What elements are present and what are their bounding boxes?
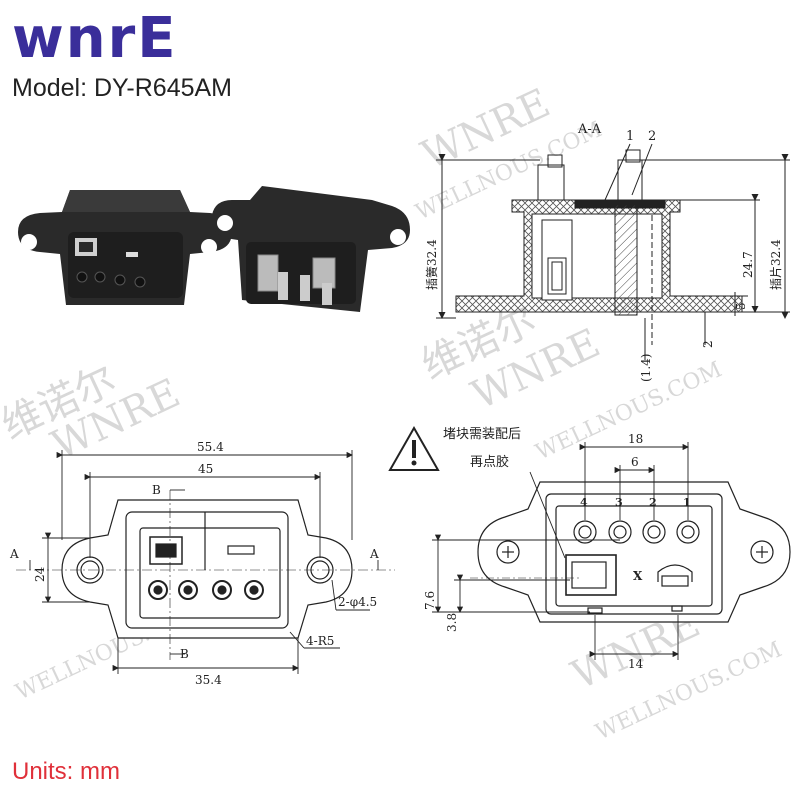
dim-corner-radius: 4-R5 [306,634,334,648]
rear-labels: 堵块需装配后 再点胶 4 3 2 1 X 18 6 7.6 3.8 14 [423,427,691,671]
pin-number: 4 [580,496,588,509]
dim-insert-blade: 插片32.4 [769,239,783,290]
section-b-top: B [152,483,161,497]
rear-view [432,442,791,660]
dim-bottom-2: 2 [701,340,715,348]
section-view-a-a: A-A 1 2 [436,122,790,360]
dim-width-14: 14 [628,657,644,671]
product-photo-front [18,190,232,305]
dim-flange-5: 5 [734,302,748,310]
dim-height-24-7: 24.7 [741,251,755,278]
callout-1: 1 [626,129,634,144]
dim-insert-spring: 插簧32.4 [424,239,439,290]
assembly-note-line1: 堵块需装配后 [443,427,521,442]
warning-triangle-icon [388,425,440,471]
assembly-note-line2: 再点胶 [470,454,509,470]
product-photo-rear [211,186,410,312]
dim-holes: 2-φ4.5 [338,595,377,609]
section-a-left: A [9,547,19,561]
dim-body-width: 35.4 [195,673,222,687]
pin-number: 3 [615,496,623,509]
callout-2: 2 [648,129,656,144]
section-title: A-A [577,122,602,137]
dim-recess-1-4: (1.4) [639,354,653,382]
dim-height-7-6: 7.6 [423,591,437,610]
dim-height-3-8: 3.8 [445,613,459,632]
pin-number: 1 [683,496,691,509]
x-mark: X [633,569,643,583]
dim-height: 24 [33,566,47,582]
section-a-right: A [369,547,379,561]
units-label: Units: mm [12,758,120,785]
front-view [16,450,395,674]
dim-overall-width: 55.4 [197,440,224,454]
section-dim-labels: 插簧32.4 插片32.4 24.7 5 2 (1.4) [424,239,783,382]
section-b-bottom: B [180,647,189,661]
model-label: Model: DY-R645AM [12,74,233,102]
brand-logo: wnrE [12,6,178,71]
pin-number: 2 [649,496,657,509]
dim-pitch-18: 18 [628,432,643,446]
dim-hole-pitch: 45 [198,462,213,476]
front-dim-labels: 55.4 45 24 35.4 2-φ4.5 4-R5 A A B B [9,440,379,687]
dim-pitch-6: 6 [631,455,639,469]
